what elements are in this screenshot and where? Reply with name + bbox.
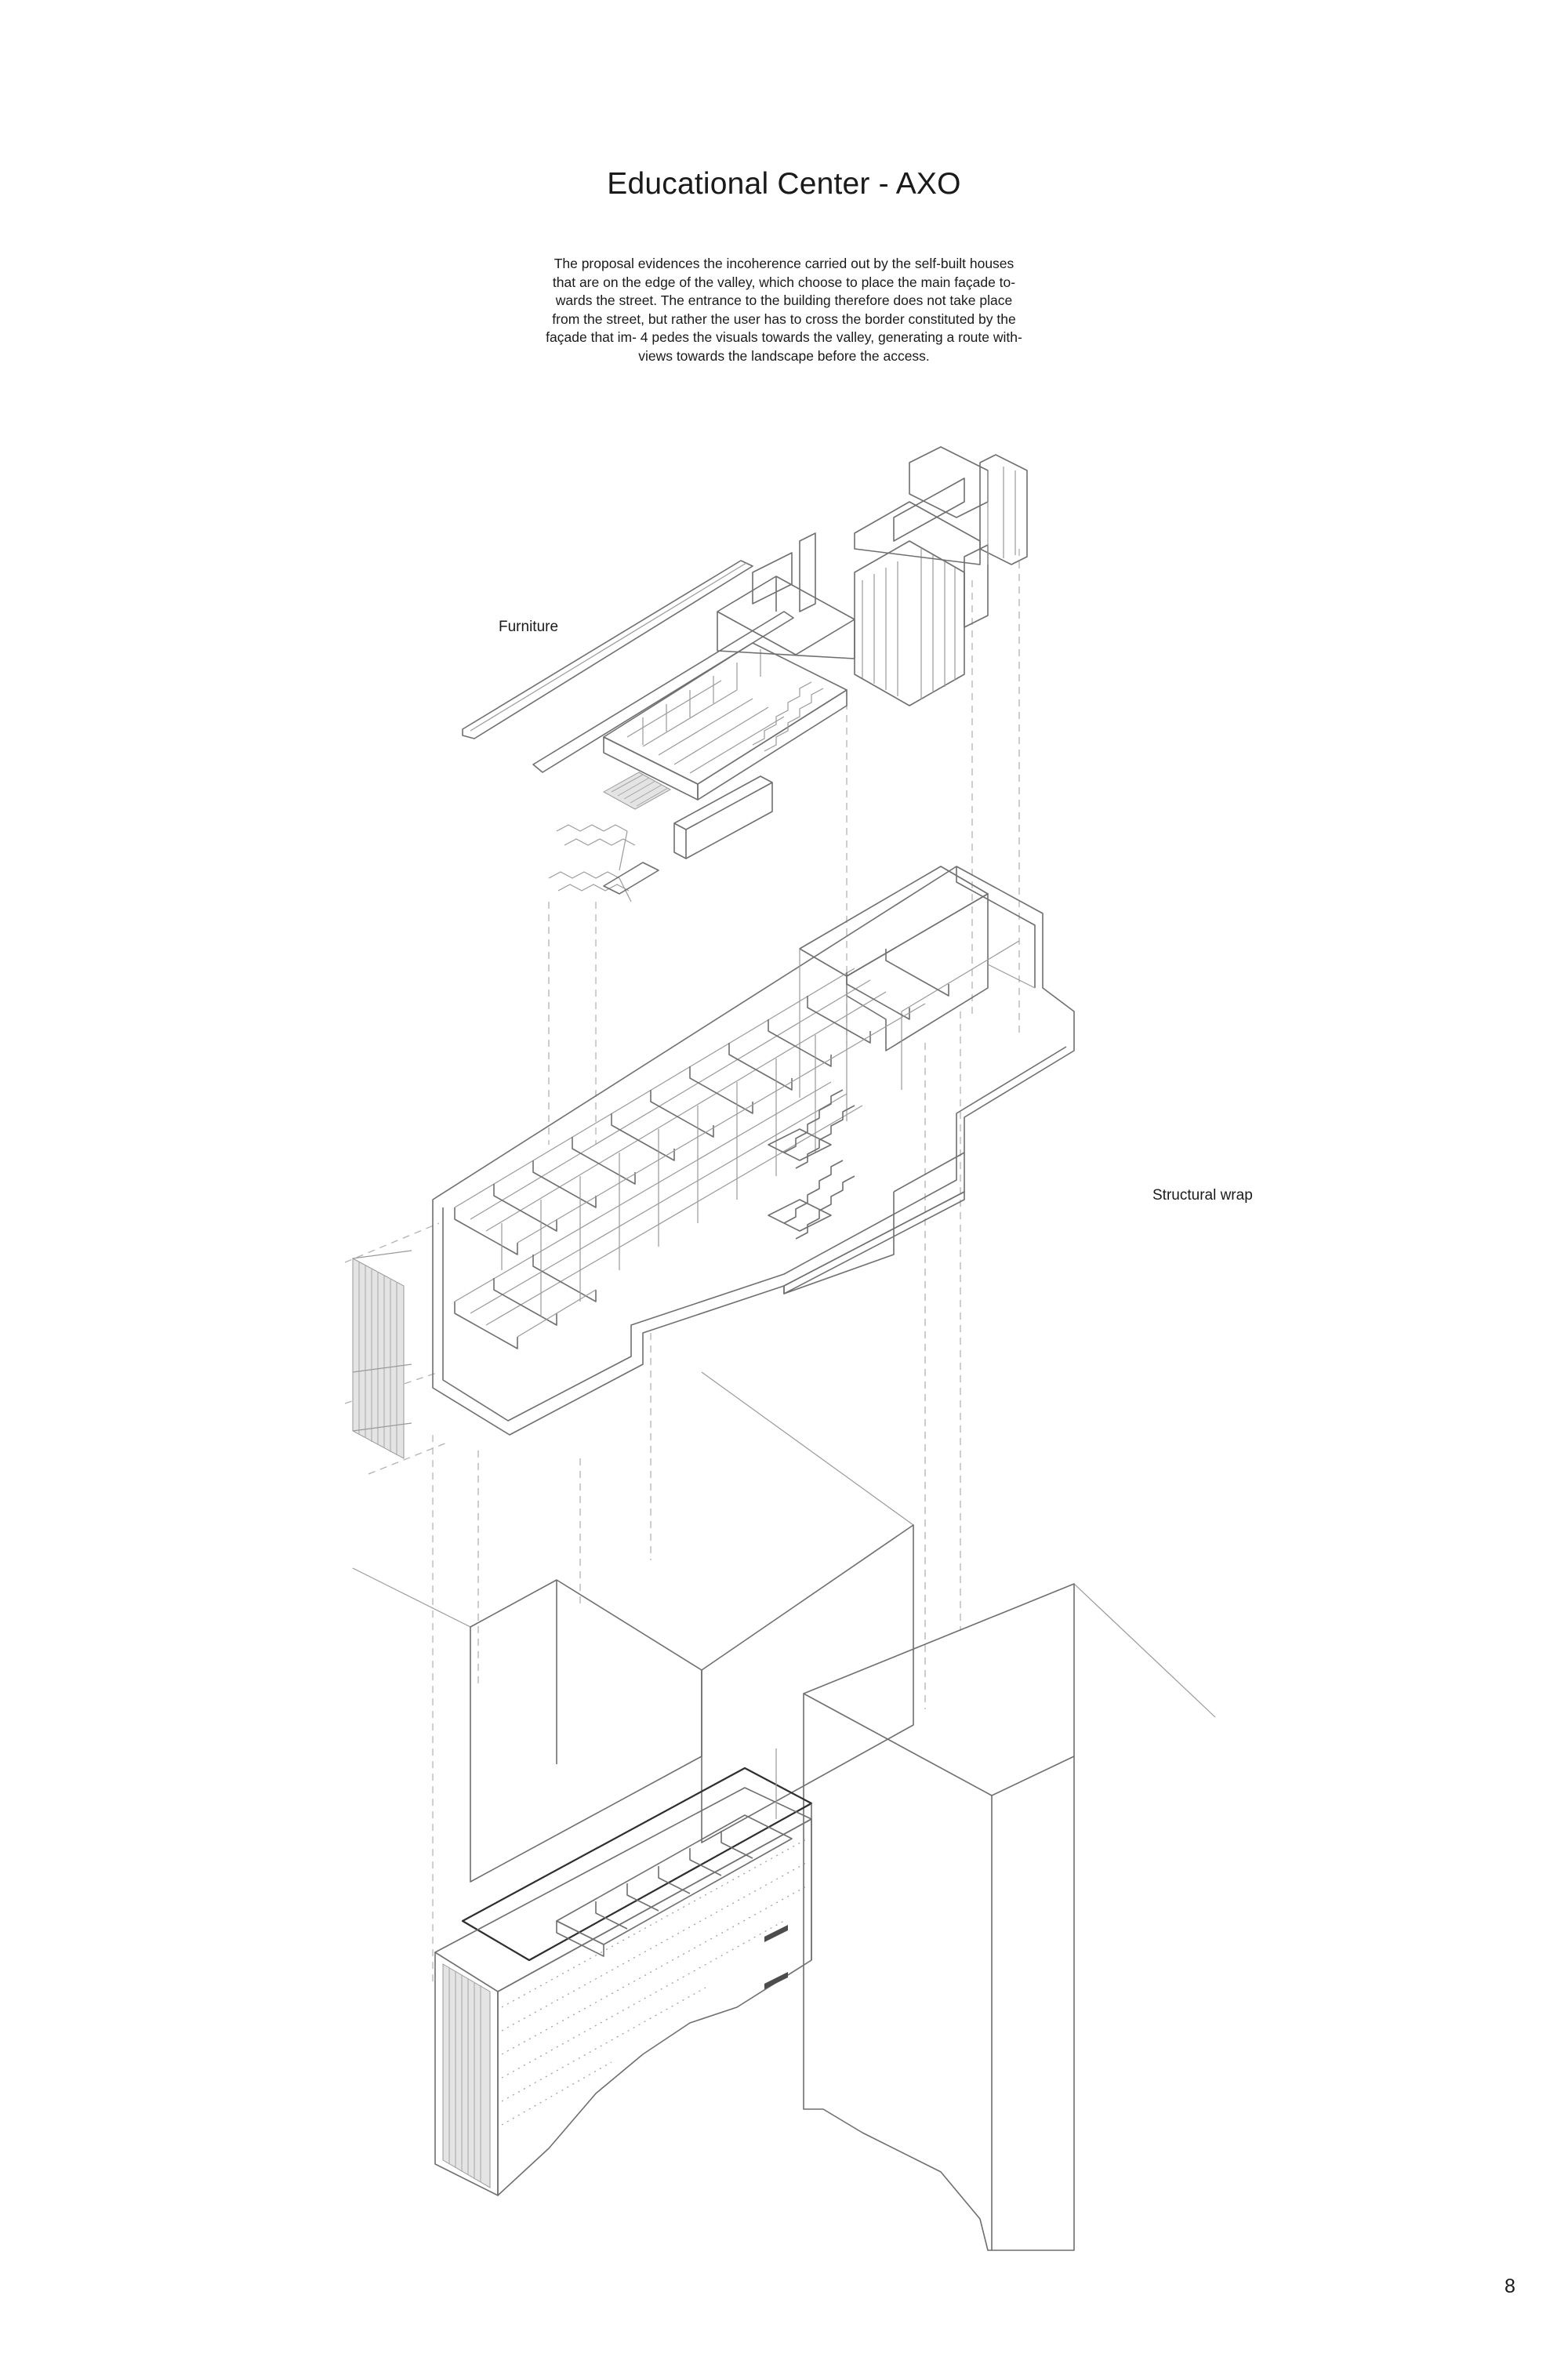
projection-lines xyxy=(344,549,1020,1984)
base-context-layer xyxy=(352,1371,1216,2251)
page-number: 8 xyxy=(1504,2275,1515,2297)
furniture-layer xyxy=(462,446,1028,902)
furniture-label: Furniture xyxy=(499,619,559,635)
description-paragraph: The proposal evidences the incoherence c… xyxy=(546,256,1022,364)
structural-wrap-label: Structural wrap xyxy=(1152,1187,1253,1204)
page-title: Educational Center - AXO xyxy=(607,167,961,201)
structural-wrap-layer xyxy=(352,866,1075,1459)
